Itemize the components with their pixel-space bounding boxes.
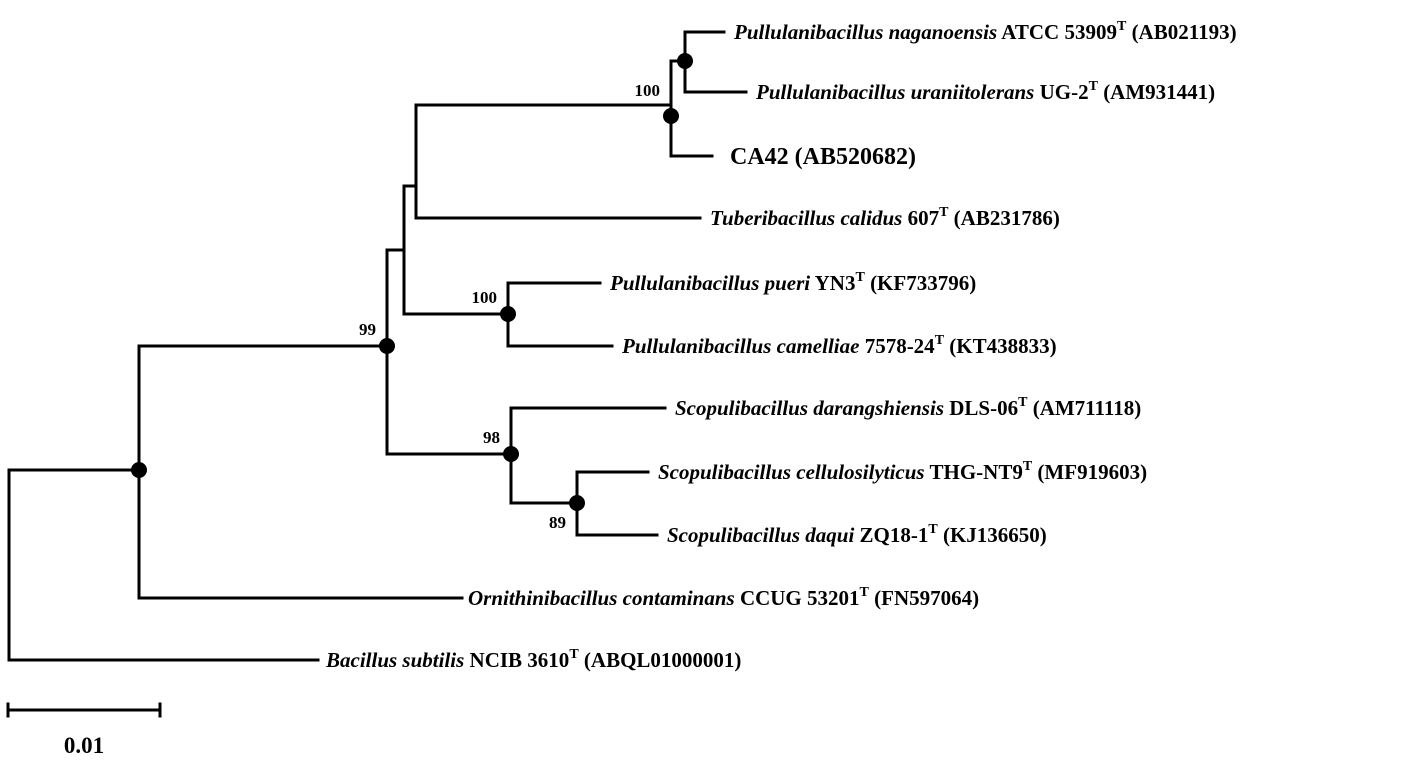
node-marker-98 [503,446,519,462]
taxon-label-naganoensis: Pullulanibacillus naganoensis ATCC 53909… [733,19,1237,44]
scale-bar-label: 0.01 [64,733,104,758]
bootstrap-values: 100 100 99 98 89 [359,81,660,532]
taxon-label-darangshiensis: Scopulibacillus darangshiensis DLS-06T (… [675,395,1141,420]
node-marker-89 [569,495,585,511]
taxon-label-pueri: Pullulanibacillus pueri YN3T (KF733796) [609,270,976,295]
taxon-label-ornithinibacillus: Ornithinibacillus contaminans CCUG 53201… [468,585,979,610]
tree-branches [6,30,748,718]
bootstrap-value: 100 [472,288,498,307]
taxon-label-camelliae: Pullulanibacillus camelliae 7578-24T (KT… [621,333,1057,358]
node-marker-685 [677,53,693,69]
bootstrap-value: 98 [483,428,500,447]
taxon-label-cellulosilyticus: Scopulibacillus cellulosilyticus THG-NT9… [658,459,1147,484]
node-marker-100b [500,306,516,322]
bootstrap-value: 100 [635,81,661,100]
taxon-label-tuberibacillus: Tuberibacillus calidus 607T (AB231786) [710,205,1060,230]
node-marker-99 [379,338,395,354]
taxon-label-uraniitolerans: Pullulanibacillus uraniitolerans UG-2T (… [755,79,1215,104]
node-marker-139 [131,462,147,478]
tree-nodes [131,53,693,511]
taxon-labels: Pullulanibacillus naganoensis ATCC 53909… [325,19,1237,672]
taxon-label-bacillus-subtilis: Bacillus subtilis NCIB 3610T (ABQL010000… [325,647,741,672]
bootstrap-value: 89 [549,513,566,532]
taxon-label-daqui: Scopulibacillus daqui ZQ18-1T (KJ136650) [667,522,1047,547]
bootstrap-value: 99 [359,320,376,339]
taxon-label-ca42: CA42 (AB520682) [730,144,916,170]
node-marker-100a [663,108,679,124]
